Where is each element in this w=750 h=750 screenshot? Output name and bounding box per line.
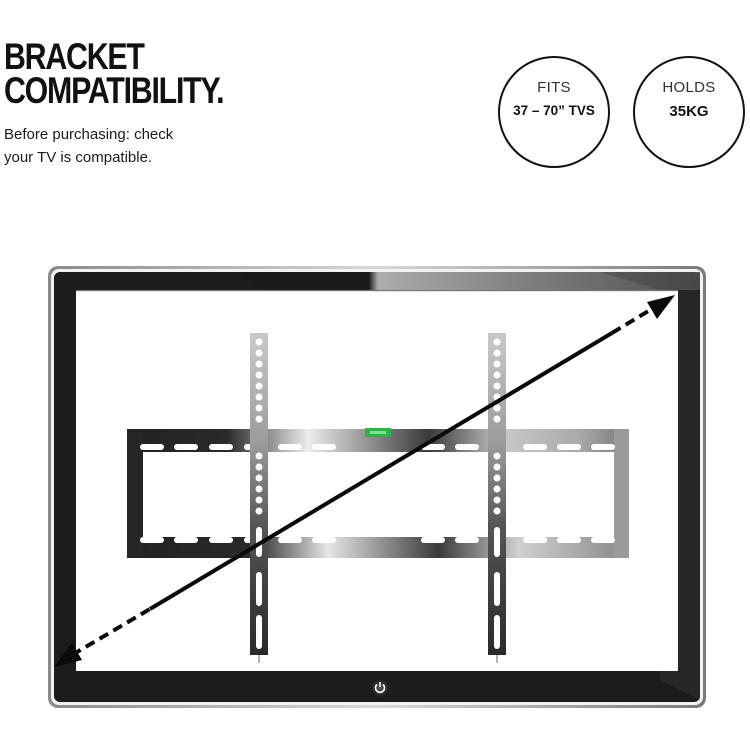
fits-badge: FITS 37 – 70” TVS (498, 56, 610, 168)
subtitle: Before purchasing: check your TV is comp… (4, 123, 173, 169)
holds-badge: HOLDS 35KG (633, 56, 745, 168)
right-vertical-arm (488, 333, 506, 663)
arrow-head-bottom-left-icon (54, 643, 82, 667)
fits-label: FITS (537, 79, 571, 96)
title-line-2: COMPATIBILITY. (4, 70, 225, 111)
arrow-head-top-right-icon (647, 295, 675, 319)
diagonal-size-arrow (70, 302, 662, 657)
fits-value: 37 – 70” TVS (513, 103, 595, 118)
subtitle-line-1: Before purchasing: check (4, 126, 174, 143)
holds-label: HOLDS (662, 79, 716, 96)
subtitle-line-2: your TV is compatible. (4, 149, 153, 166)
title-line-1: BRACKET (4, 36, 145, 77)
left-vertical-arm (250, 333, 268, 663)
page-title: BRACKET COMPATIBILITY. (4, 36, 225, 111)
power-icon (371, 679, 389, 697)
holds-value: 35KG (669, 103, 709, 120)
